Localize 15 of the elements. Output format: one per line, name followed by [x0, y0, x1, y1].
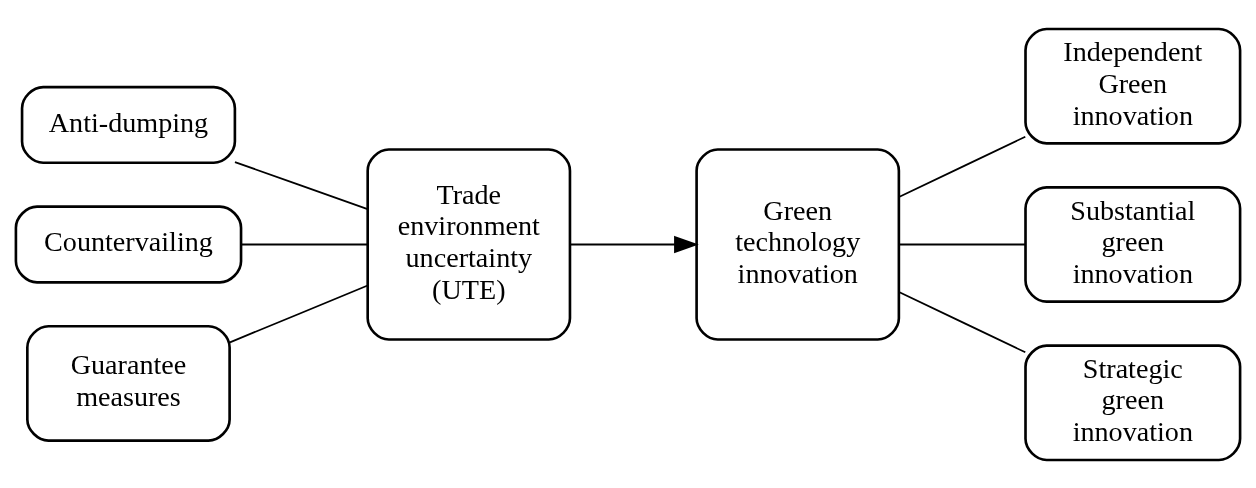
connector [234, 160, 369, 210]
connector [240, 243, 369, 245]
node-box: Strategic green innovation [1024, 343, 1242, 461]
connector [898, 290, 1027, 353]
connector [898, 243, 1027, 245]
node-box: Countervailing [14, 204, 243, 284]
connector [229, 284, 369, 343]
node-box: Independent Green innovation [1024, 27, 1242, 145]
node-box: Guarantee measures [26, 324, 231, 442]
node-box: Green technology innovation [695, 147, 901, 341]
node-box: Anti-dumping [20, 85, 237, 164]
connector [898, 135, 1027, 198]
node-box: Trade environment uncertainty (UTE) [366, 147, 572, 341]
node-box: Substantial green innovation [1024, 185, 1242, 303]
arrow [569, 235, 699, 253]
